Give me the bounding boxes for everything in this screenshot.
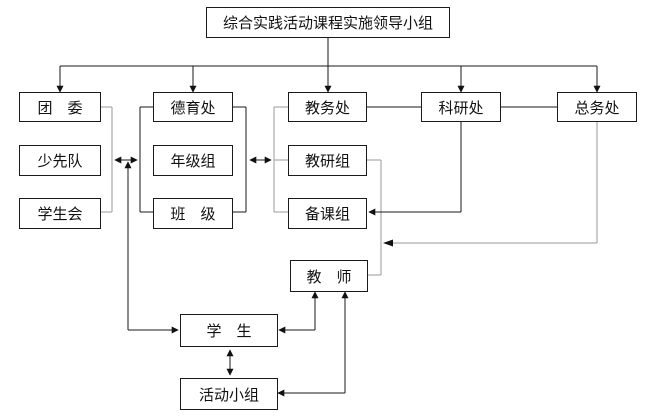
moral-education-bracket (139, 106, 247, 213)
young-pioneers-node: 少先队 (19, 145, 101, 176)
student-org-bracket (101, 106, 113, 213)
academic-affairs-office-node: 教务处 (288, 92, 367, 122)
general-affairs-office-node: 总务处 (557, 92, 637, 122)
class-node: 班 级 (153, 198, 233, 229)
leadership-group-node: 综合实践活动课程实施领导小组 (206, 7, 450, 38)
teacher-student-link (278, 291, 319, 334)
activity-group-node: 活动小组 (180, 378, 278, 410)
research-office-node: 科研处 (421, 92, 501, 122)
teacher-node: 教 师 (290, 260, 368, 292)
teaching-research-group-node: 教研组 (288, 145, 367, 176)
research-to-prep-line (368, 122, 462, 216)
student-vertical-link (124, 161, 179, 334)
teacher-activity-link (277, 291, 349, 397)
student-node: 学 生 (180, 314, 278, 347)
grade-group-node: 年级组 (153, 145, 233, 176)
league-committee-node: 团 委 (19, 92, 101, 122)
academic-affairs-bracket (273, 106, 382, 276)
moral-education-office-node: 德育处 (153, 92, 233, 122)
student-union-node: 学生会 (19, 198, 101, 229)
general-affairs-arrowhead (383, 239, 393, 247)
general-affairs-line (385, 122, 598, 244)
top-distribution-lines (56, 38, 601, 93)
lesson-prep-group-node: 备课组 (288, 198, 367, 229)
